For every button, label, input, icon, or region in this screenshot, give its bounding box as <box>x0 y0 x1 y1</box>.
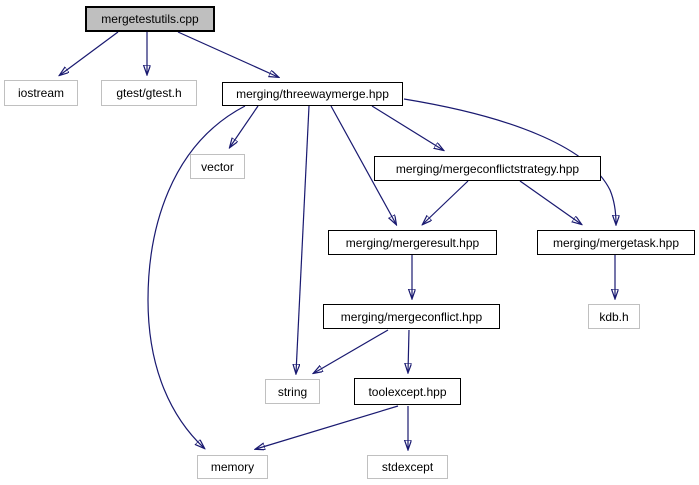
node-merging-threewaymerge-hpp[interactable]: merging/threewaymerge.hpp <box>222 82 403 106</box>
node-merging-mergeresult-hpp[interactable]: merging/mergeresult.hpp <box>328 230 497 255</box>
edge-toolexcept-memory <box>256 405 399 449</box>
node-stdexcept: stdexcept <box>367 455 448 479</box>
edge-mergetestutils-threewaymerge <box>177 31 278 77</box>
edge-mergeconflict-toolexcept <box>408 329 409 372</box>
edge-threewaymerge-vector <box>230 105 259 147</box>
node-merging-mergeconflictstrategy-hpp[interactable]: merging/mergeconflictstrategy.hpp <box>374 156 601 181</box>
node-gtest-gtest-h: gtest/gtest.h <box>101 80 197 106</box>
edge-threewaymerge-memory <box>147 105 246 448</box>
edge-mergetestutils-iostream <box>60 31 119 75</box>
edge-mergeconflictstrategy-mergeresult <box>423 180 469 224</box>
node-vector: vector <box>190 154 245 179</box>
node-kdb-h: kdb.h <box>588 304 640 329</box>
node-merging-mergetask-hpp[interactable]: merging/mergetask.hpp <box>537 230 695 255</box>
node-mergetestutils-cpp: mergetestutils.cpp <box>85 6 215 32</box>
edge-mergeconflictstrategy-mergetask <box>519 180 581 224</box>
edge-threewaymerge-mergeresult <box>330 105 396 224</box>
edge-threewaymerge-string <box>296 105 310 373</box>
edge-threewaymerge-mergeconflictstrategy <box>371 105 443 150</box>
node-merging-mergeconflict-hpp[interactable]: merging/mergeconflict.hpp <box>323 304 500 329</box>
edge-mergeconflict-string <box>314 329 389 373</box>
node-string: string <box>265 379 320 404</box>
node-toolexcept-hpp[interactable]: toolexcept.hpp <box>354 378 461 405</box>
node-memory: memory <box>197 455 268 479</box>
node-iostream: iostream <box>4 80 78 106</box>
